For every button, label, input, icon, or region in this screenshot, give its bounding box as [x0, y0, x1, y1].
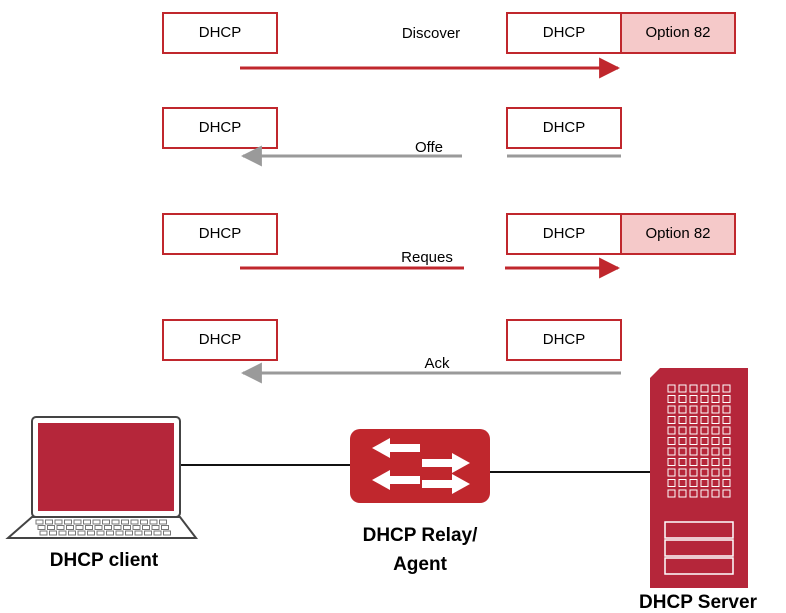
client-packet-box: [162, 107, 278, 149]
relay-label-line2: Agent: [393, 554, 448, 575]
relay-packet-box: [506, 12, 622, 54]
message-row-offer: DHCP DHCP Offe: [162, 107, 622, 167]
message-row-ack: DHCP DHCP Ack: [162, 319, 622, 384]
option82-label: Option 82: [645, 24, 710, 41]
relay-packet-label: DHCP: [543, 331, 586, 348]
client-label: DHCP client: [50, 550, 159, 571]
client-packet-label: DHCP: [199, 225, 242, 242]
message-row-discover: DHCP Discover DHCP Option 82: [162, 12, 736, 79]
relay-packet-box: [506, 107, 622, 149]
laptop-icon: [5, 416, 199, 539]
relay-packet-label: DHCP: [543, 24, 586, 41]
message-label: Offe: [415, 139, 443, 156]
relay-packet-box: [506, 319, 622, 361]
message-row-request: DHCP DHCP Option 82 Reques: [162, 213, 736, 279]
client-packet-label: DHCP: [199, 331, 242, 348]
client-packet-box: [162, 12, 278, 54]
client-packet-label: DHCP: [199, 119, 242, 136]
client-packet-box: [162, 213, 278, 255]
message-label: Discover: [402, 25, 460, 42]
server-label: DHCP Server: [639, 592, 758, 613]
client-packet-label: DHCP: [199, 24, 242, 41]
option82-label: Option 82: [645, 225, 710, 242]
relay-label-line1: DHCP Relay/: [363, 525, 478, 546]
option82-box: [620, 213, 736, 255]
server-icon: [650, 368, 748, 588]
message-label: Reques: [401, 249, 453, 266]
client-packet-box: [162, 319, 278, 361]
relay-packet-label: DHCP: [543, 119, 586, 136]
option82-box: [620, 12, 736, 54]
switch-icon: [350, 429, 490, 503]
relay-packet-label: DHCP: [543, 225, 586, 242]
message-label: Ack: [424, 355, 450, 372]
